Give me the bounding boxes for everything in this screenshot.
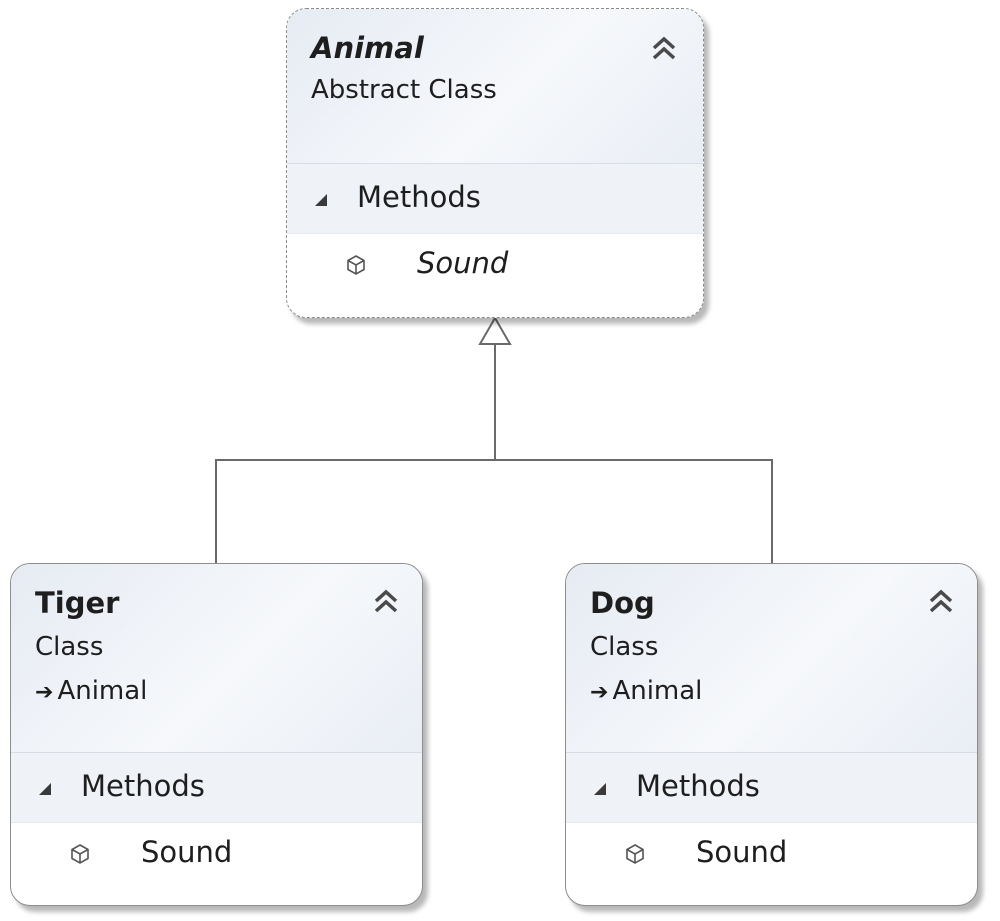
double-chevron-up-icon[interactable] xyxy=(369,584,403,618)
class-header-animal[interactable]: Animal Abstract Class xyxy=(287,9,703,164)
expand-triangle-icon[interactable] xyxy=(315,194,327,206)
section-methods-animal[interactable]: Methods xyxy=(287,164,703,234)
method-cube-icon xyxy=(626,844,644,864)
method-name: Sound xyxy=(141,835,233,869)
method-name: Sound xyxy=(417,246,509,280)
connector-dog xyxy=(495,459,773,570)
base-class-tiger: ➔Animal xyxy=(35,676,147,706)
method-name: Sound xyxy=(696,835,788,869)
section-methods-dog[interactable]: Methods xyxy=(566,753,977,823)
section-label: Methods xyxy=(81,769,205,803)
method-row-sound[interactable]: Sound xyxy=(287,234,703,298)
class-name-tiger: Tiger xyxy=(35,586,120,620)
expand-triangle-icon[interactable] xyxy=(39,783,51,795)
inheritance-arrowhead xyxy=(478,315,512,345)
class-stereotype-animal: Abstract Class xyxy=(311,75,497,105)
class-name-dog: Dog xyxy=(590,586,655,620)
class-box-dog[interactable]: Dog Class ➔Animal Methods Sound xyxy=(565,563,978,906)
section-label: Methods xyxy=(357,180,481,214)
class-header-tiger[interactable]: Tiger Class ➔Animal xyxy=(11,564,422,753)
base-class-name: Animal xyxy=(57,676,148,706)
base-class-name: Animal xyxy=(612,676,703,706)
method-row-sound[interactable]: Sound xyxy=(11,823,422,887)
base-class-dog: ➔Animal xyxy=(590,676,702,706)
class-header-dog[interactable]: Dog Class ➔Animal xyxy=(566,564,977,753)
inherits-arrow-icon: ➔ xyxy=(590,680,609,705)
class-stereotype-tiger: Class xyxy=(35,632,104,662)
class-box-tiger[interactable]: Tiger Class ➔Animal Methods Sound xyxy=(10,563,423,906)
section-methods-tiger[interactable]: Methods xyxy=(11,753,422,823)
class-name-animal: Animal xyxy=(311,31,424,65)
method-row-sound[interactable]: Sound xyxy=(566,823,977,887)
double-chevron-up-icon[interactable] xyxy=(924,584,958,618)
double-chevron-up-icon[interactable] xyxy=(647,31,681,65)
method-cube-icon xyxy=(347,255,365,275)
inherits-arrow-icon: ➔ xyxy=(35,680,54,705)
method-cube-icon xyxy=(71,844,89,864)
expand-triangle-icon[interactable] xyxy=(594,783,606,795)
section-label: Methods xyxy=(636,769,760,803)
connector-tiger xyxy=(215,459,495,570)
class-stereotype-dog: Class xyxy=(590,632,659,662)
class-box-animal[interactable]: Animal Abstract Class Methods Sound xyxy=(286,8,704,318)
